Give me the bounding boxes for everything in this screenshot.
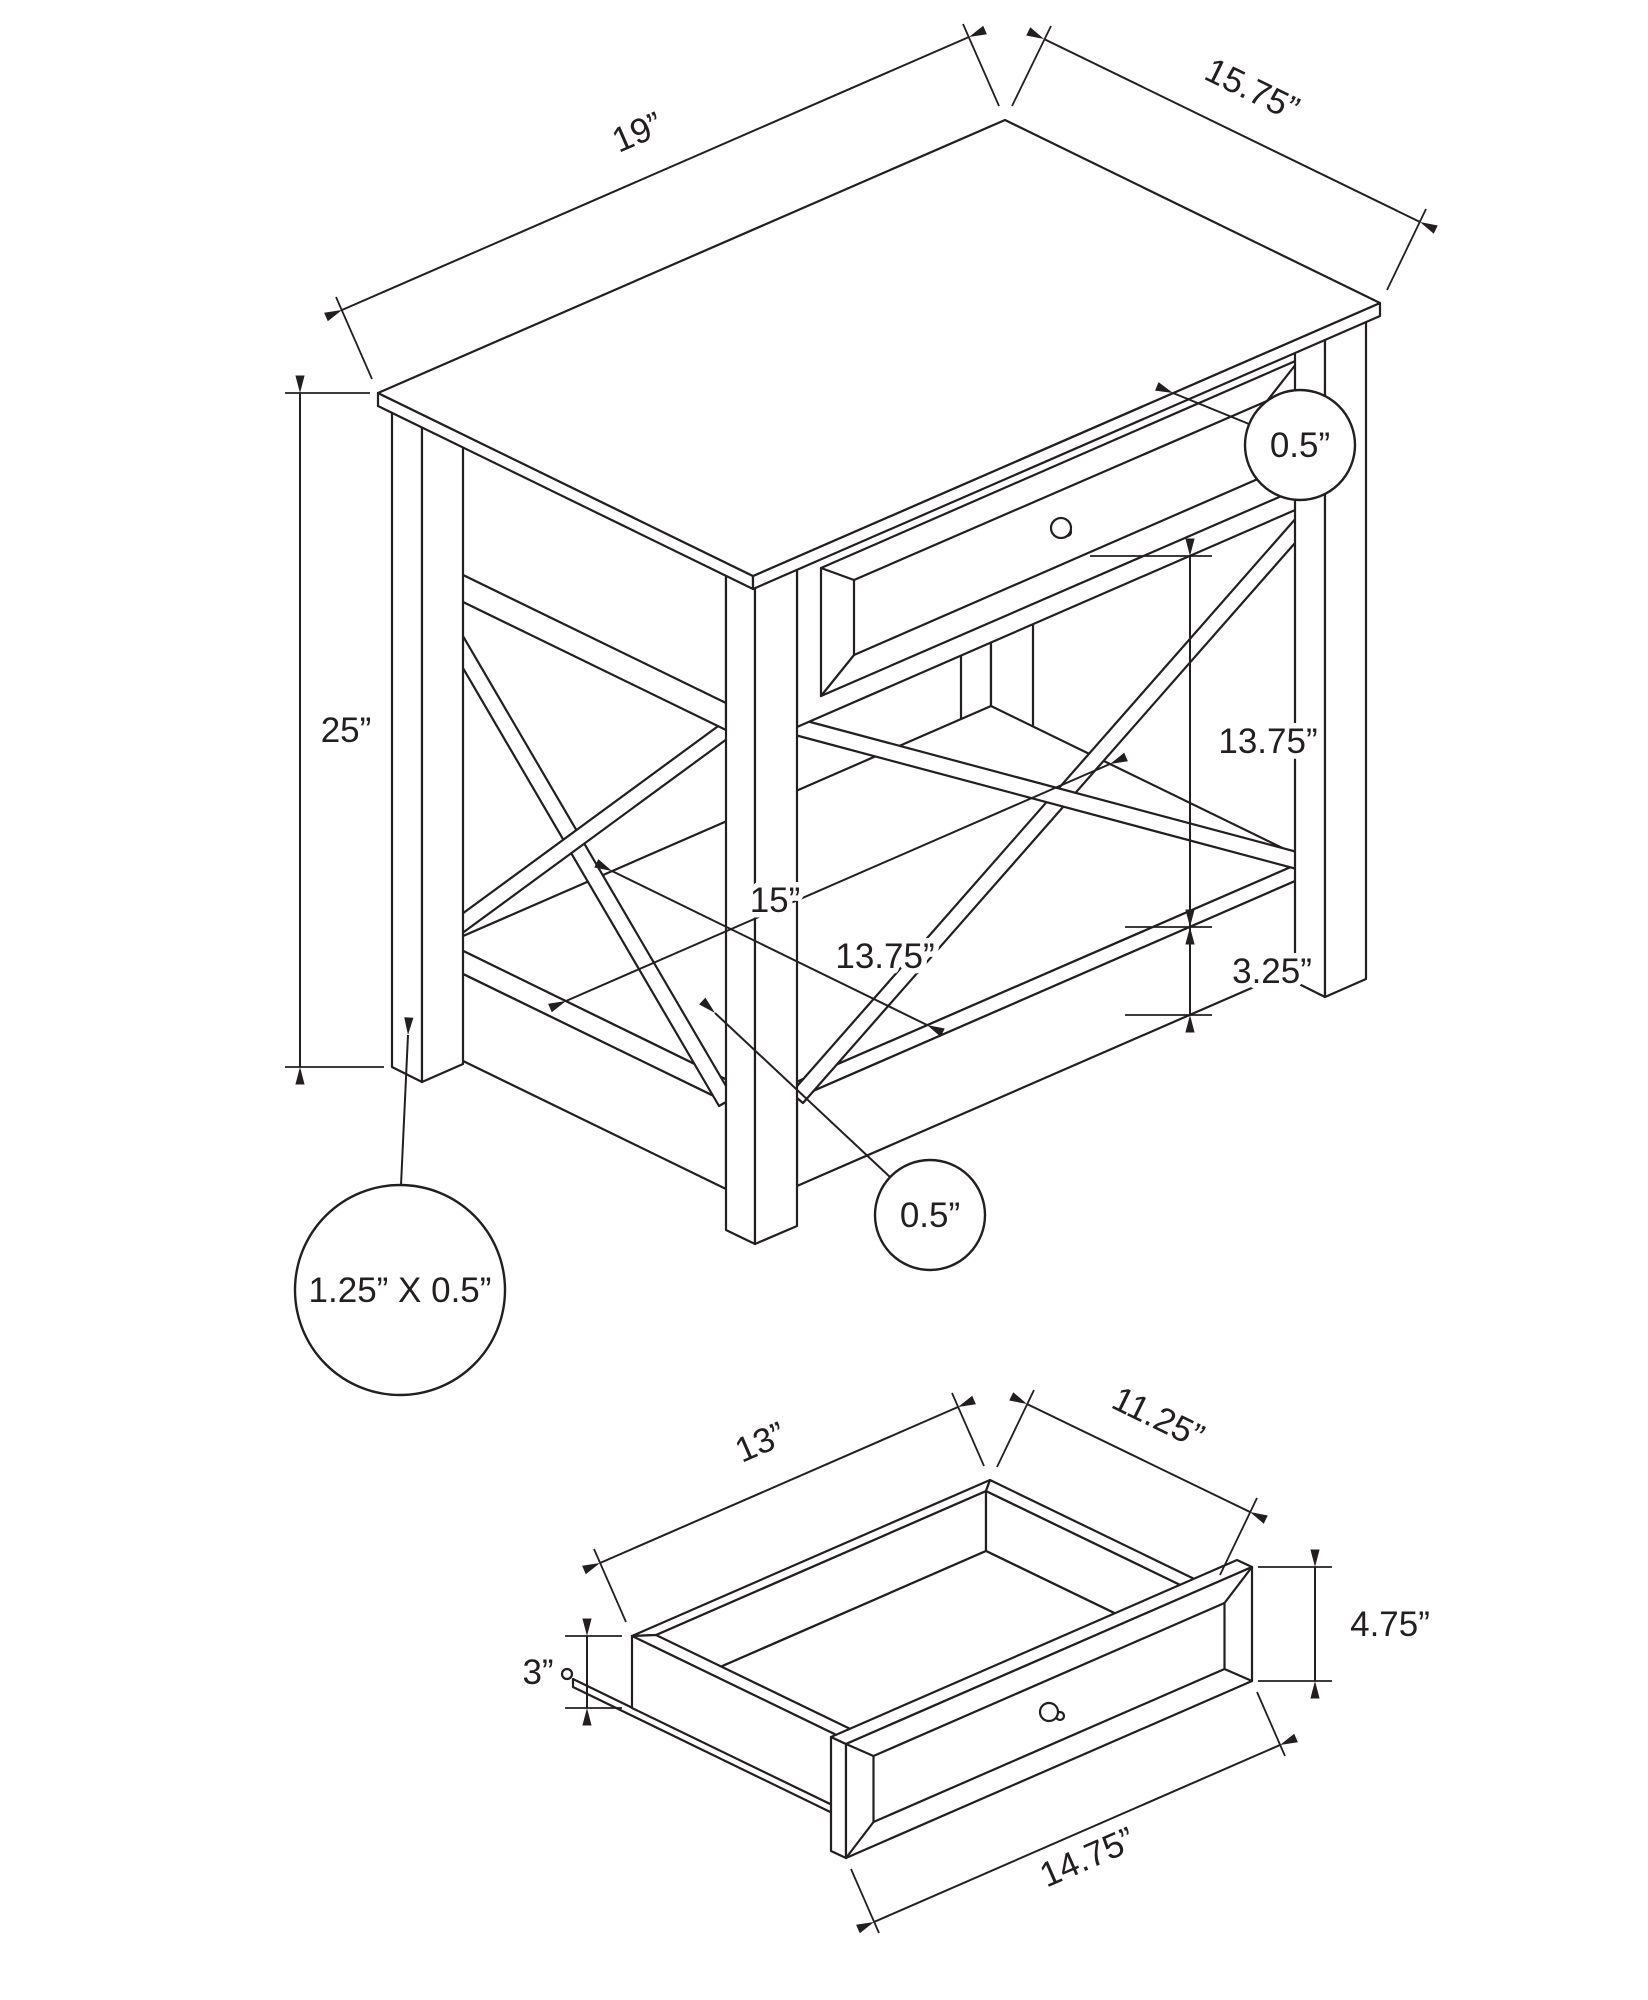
dim-drawer-box-width [582,1392,985,1623]
label-shelf-apron: 3.25” [1232,952,1312,991]
label-drawer-front-width: 14.75” [1034,1820,1141,1895]
top-thickness-bubble [1243,388,1357,502]
dim-shelf-apron [1125,909,1212,1033]
label-top-width: 15.75” [1199,50,1305,129]
table-view [376,118,1382,1246]
table-annotations: 19” 15.75” 0.5” 25” 13.75” 15” 13.75” 3.… [285,23,1438,1397]
label-top-thickness: 0.5” [1270,426,1330,465]
label-drawer-box-width: 13” [729,1414,791,1470]
callout-leg-profile [293,1017,507,1397]
leg-profile-bubble [293,1183,507,1397]
dim-top-depth [324,23,1000,380]
label-overall-height: 25” [321,711,372,750]
drawer-knob [1049,516,1073,540]
dim-drawer-front-height [1258,1549,1332,1699]
drawer-detail-knob [1038,1701,1060,1723]
dim-overall-height [285,375,384,1085]
callout-shelf-thickness [699,997,987,1272]
dim-drawer-box-height [565,1618,622,1726]
slide-roller [560,1667,574,1681]
label-shelf-thickness: 0.5” [900,1196,960,1235]
label-top-depth: 19” [606,104,668,160]
label-side-opening: 13.75” [1218,722,1317,761]
table-top [376,118,1382,591]
label-drawer-front-height: 4.75” [1350,1605,1430,1644]
dim-drawer-box-depth [996,1389,1268,1576]
table-left-leg [390,400,465,1084]
label-shelf-width: 15” [750,881,801,920]
label-drawer-box-height: 3” [522,1653,553,1692]
callout-top-thickness [1155,382,1357,502]
dim-drawer-front-width [850,1691,1298,1934]
label-leg-profile: 1.25” X 0.5” [309,1271,492,1310]
label-shelf-depth: 13.75” [835,937,934,976]
dim-side-opening [1090,538,1212,945]
shelf-thickness-bubble [873,1158,987,1272]
dim-shelf-depth [548,752,1128,1013]
label-drawer-box-depth: 11.25” [1106,1379,1210,1456]
dim-top-width [1011,25,1438,291]
